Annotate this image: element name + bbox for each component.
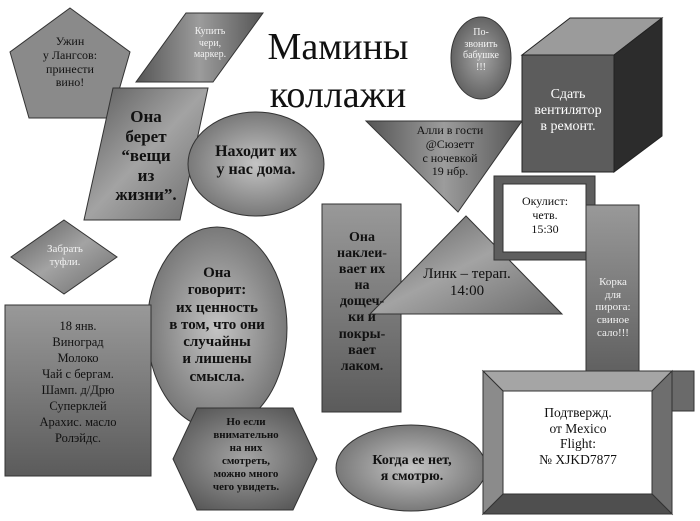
she-says-note: Она говорит: их ценность в том, что они …: [169, 265, 265, 385]
optician-note: Окулист: четв. 15:30: [521, 194, 569, 236]
pie-crust-note: Корка для пирога: свиное сало!!!: [595, 276, 631, 339]
fan-note: Сдать вентилятор в ремонт.: [534, 87, 602, 135]
triangle-shape: [368, 215, 564, 315]
page-title: Мамины коллажи: [267, 26, 409, 116]
grocery-list: 18 янв. Виноград Молоко Чай с бергам. Ша…: [39, 319, 117, 445]
flight-confirmation-note: Подтвержд. от Mexico Flight: № XJKD7877: [539, 405, 617, 467]
pick-shoes-note: Забрать туфли.: [47, 243, 83, 268]
down-triangle-shape: [364, 120, 523, 213]
parallelogram-shape: [135, 12, 264, 83]
list-rectangle: [4, 304, 152, 477]
diamond-shape: [10, 219, 118, 295]
tall-parallelogram-shape: [83, 87, 209, 221]
pie-crust-rectangle: [585, 204, 640, 389]
but-if-note: Но если внимательно на них смотреть, мож…: [212, 416, 280, 493]
buy-note: Купить чери, маркер.: [193, 26, 227, 60]
glues-note: Она наклеи- вает их на дощеч- ки и покры…: [337, 230, 387, 374]
call-grandma-note: По- звонить бабушке !!!: [463, 27, 499, 73]
when-gone-note: Когда ее нет, я смотрю.: [372, 453, 452, 485]
pentagon-shape: [9, 7, 131, 119]
confirm-frame: [481, 369, 674, 516]
small-oval-shape: [450, 16, 512, 100]
cube-shape: [520, 16, 664, 173]
hexagon-shape: [172, 407, 318, 511]
she-takes-note: Она берет “вещи из жизни”.: [115, 107, 177, 205]
dinner-note: Ужин у Лангсов: принести вино!: [42, 34, 98, 90]
finds-note: Находит их у нас дома.: [215, 143, 297, 179]
link-note: Линк – терап. 14:00: [423, 266, 511, 300]
oval-shape: [187, 111, 325, 217]
ally-note: Алли в гости @Сюзетт с ночевкой 19 нбр.: [416, 123, 484, 179]
